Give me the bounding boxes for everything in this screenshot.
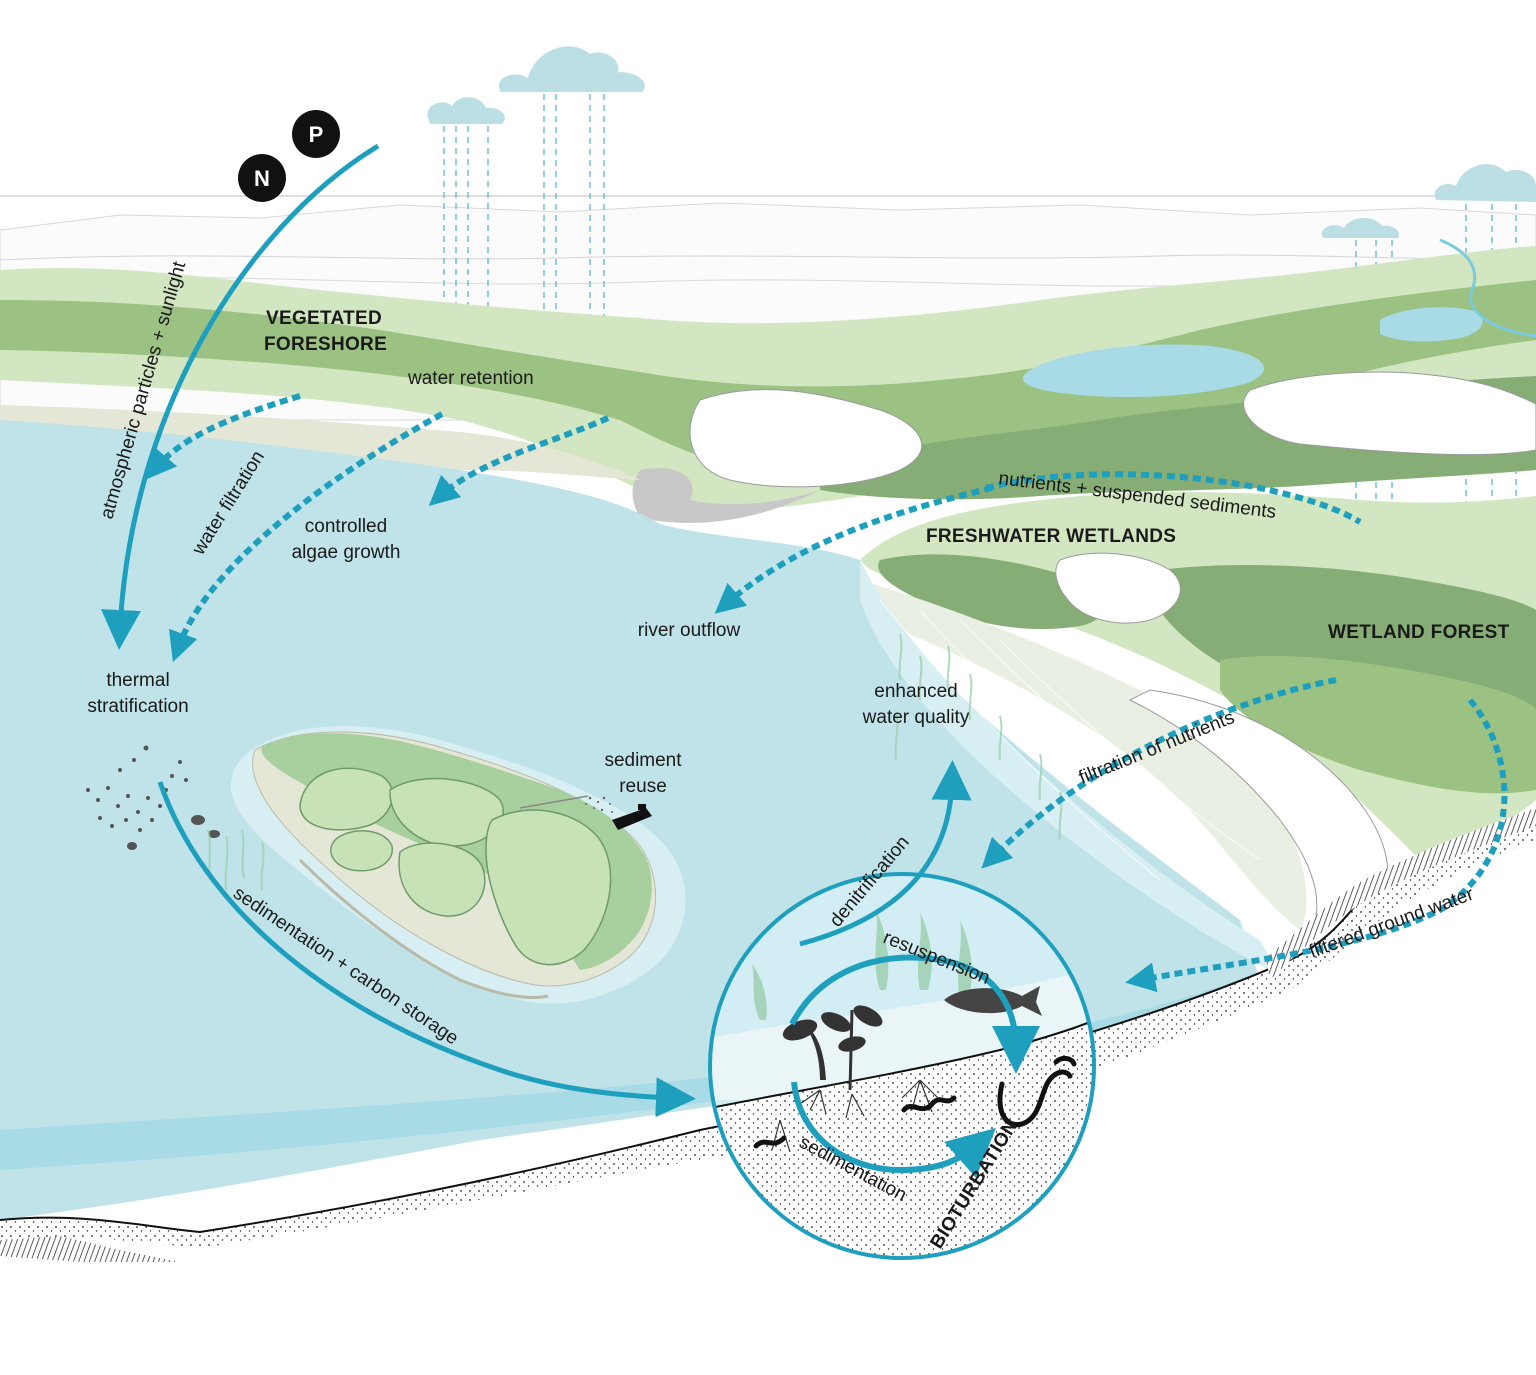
cloud-icon [427, 97, 505, 124]
river-outflow-label: river outflow [638, 620, 741, 641]
turtle-icon [127, 815, 220, 850]
right-shore [859, 492, 1536, 930]
nitrogen-label: N [254, 166, 270, 191]
worm-icon [753, 1055, 1077, 1149]
vegetated-foreshore-line1: VEGETATED [266, 308, 382, 329]
arrow-water-retention [428, 415, 610, 507]
thermal-stratification-line1: thermal [106, 670, 169, 691]
enhanced-water-quality-line1: enhanced [874, 681, 957, 702]
phosphorus-badge: P [292, 110, 340, 158]
arrow-water-filtration [169, 411, 444, 663]
dredger-boat-icon [612, 804, 652, 830]
arrow-river-outflow [714, 485, 993, 614]
fish-icon [944, 986, 1042, 1016]
seagrass-detail [752, 910, 972, 1020]
thermal-stratification-line2: stratification [87, 696, 188, 717]
arrow-foreshore [146, 393, 301, 480]
nutrient-badges: N P [238, 110, 340, 202]
arrow-sedimentation [791, 1081, 996, 1178]
water-retention-label: water retention [407, 368, 534, 389]
sediment-reuse-line2: reuse [619, 776, 667, 797]
nitrogen-badge: N [238, 154, 286, 202]
controlled-algae-line1: controlled [305, 516, 387, 537]
cloud-icon [1321, 164, 1536, 238]
cloud-icon [498, 46, 645, 92]
arrow-atmospheric [100, 143, 380, 650]
phosphorus-label: P [309, 122, 324, 147]
enhanced-water-quality-line2: water quality [862, 707, 970, 728]
arrow-resuspension [789, 954, 1040, 1074]
controlled-algae-line2: algae growth [292, 542, 401, 563]
land-vegetation [0, 238, 1536, 624]
flow-arrows [100, 143, 1508, 1178]
roots [771, 1079, 941, 1153]
zone-labels: VEGETATED FORESHORE FRESHWATER WETLANDS … [264, 308, 1510, 1253]
arrow-filtered-ground-water [1125, 698, 1508, 993]
vegetated-foreshore-line2: FORESHORE [264, 334, 387, 355]
island [230, 726, 686, 1004]
arrow-sedimentation-carbon [157, 781, 696, 1118]
marine-life [86, 745, 220, 850]
aquatic-plant-icon [782, 1005, 883, 1091]
arrow-filtration-nutrients [981, 677, 1337, 869]
sediment-reuse-line1: sediment [604, 750, 682, 771]
wetland-forest-label: WETLAND FOREST [1328, 622, 1510, 643]
arrow-denitrification [799, 760, 972, 947]
freshwater-wetlands-label: FRESHWATER WETLANDS [926, 526, 1176, 547]
seagrass [207, 633, 1063, 891]
